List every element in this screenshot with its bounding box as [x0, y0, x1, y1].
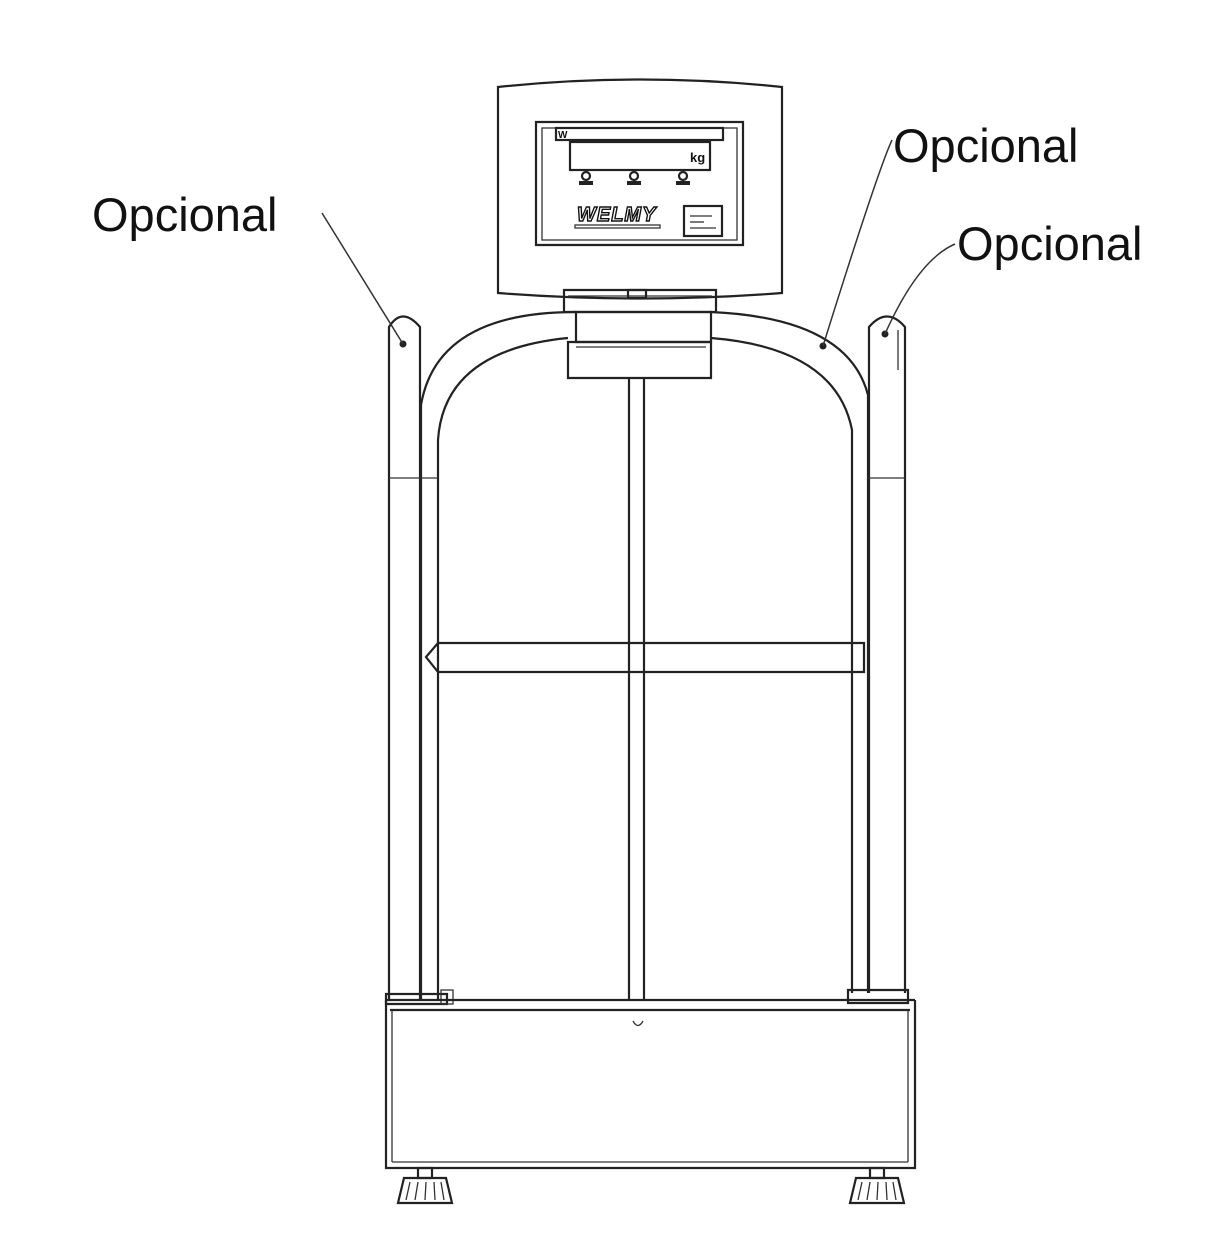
- leader-left-handrail: [321, 212, 404, 345]
- leader-lines: [321, 139, 956, 347]
- left-foot: [396, 1166, 454, 1205]
- indicator-mark-label: W: [558, 130, 568, 141]
- callout-arch-frame: Opcional: [893, 119, 1079, 172]
- brand-logo: WELMY: [577, 204, 657, 226]
- right-foot: [848, 1166, 906, 1205]
- platform-base: [384, 988, 917, 1170]
- leader-right-handrail: [884, 243, 956, 335]
- leader-arch-frame: [822, 139, 893, 347]
- callout-right-handrail: Opcional: [957, 217, 1143, 270]
- indicator-bracket: [562, 288, 718, 380]
- column: [627, 378, 646, 1000]
- callout-left-handrail: Opcional: [92, 188, 278, 241]
- left-handrail: [387, 315, 438, 1000]
- unit-label: kg: [690, 150, 705, 165]
- right-handrail: [867, 315, 907, 993]
- key-buttons: [579, 170, 690, 185]
- cross-bar: [424, 641, 866, 674]
- indicator-head: W kg WELMY: [496, 78, 784, 300]
